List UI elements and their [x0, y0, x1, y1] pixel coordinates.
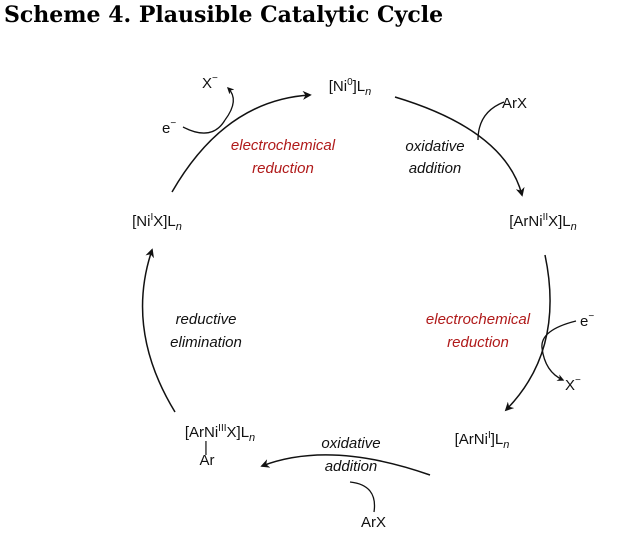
- label-electrochemical-reduction-left: electrochemical: [231, 137, 336, 154]
- label-oxidative-addition-bottom: oxidative: [321, 435, 380, 452]
- arrow-arniii-to-nix: [141, 248, 176, 413]
- arrow-arnii-to-arni: [504, 254, 551, 412]
- x-right-exit-curve: [541, 347, 565, 381]
- reagent-electron-left: e−: [162, 118, 176, 137]
- species-ni0: [Ni0]Ln: [329, 77, 372, 98]
- label-oxidative-addition-top-2: addition: [409, 160, 462, 177]
- x-left-exit-curve: [224, 87, 235, 121]
- arrow-ni0-to-arnii: [394, 96, 525, 197]
- label-oxidative-addition-top: oxidative: [405, 138, 464, 155]
- species-arni: [ArNiI]Ln: [455, 430, 510, 451]
- arx-bottom-entry-curve: [349, 481, 376, 513]
- reagent-arx-bottom: ArX: [361, 514, 386, 531]
- arniii-aryl-group: Ar: [200, 452, 215, 469]
- reagent-halide-left: X−: [202, 73, 218, 92]
- species-nix: [NiIX]Ln: [132, 212, 182, 233]
- arniii-aryl-bond: |: [204, 439, 208, 456]
- label-oxidative-addition-bottom-2: addition: [325, 458, 378, 475]
- reagent-electron-right: e−: [580, 311, 594, 330]
- reagent-halide-right: X−: [565, 375, 581, 394]
- label-electrochemical-reduction-left-2: reduction: [252, 160, 314, 177]
- label-reductive-elimination-2: elimination: [170, 334, 242, 351]
- arx-top-entry-curve: [477, 101, 505, 141]
- label-electrochemical-reduction-right: electrochemical: [426, 311, 531, 328]
- species-arnii: [ArNiIIX]Ln: [509, 212, 577, 233]
- species-arniii: [ArNiIIIX]Ln: [185, 423, 255, 444]
- e-right-entry-curve: [541, 320, 577, 349]
- scheme-title: Scheme 4. Plausible Catalytic Cycle: [4, 2, 444, 28]
- arrow-arni-to-arniii: [260, 454, 431, 476]
- label-reductive-elimination: reductive: [176, 311, 237, 328]
- arrow-nix-to-ni0: [171, 90, 312, 193]
- reagent-arx-top: ArX: [502, 95, 527, 112]
- label-electrochemical-reduction-right-2: reduction: [447, 334, 509, 351]
- e-left-entry-curve: [182, 119, 226, 134]
